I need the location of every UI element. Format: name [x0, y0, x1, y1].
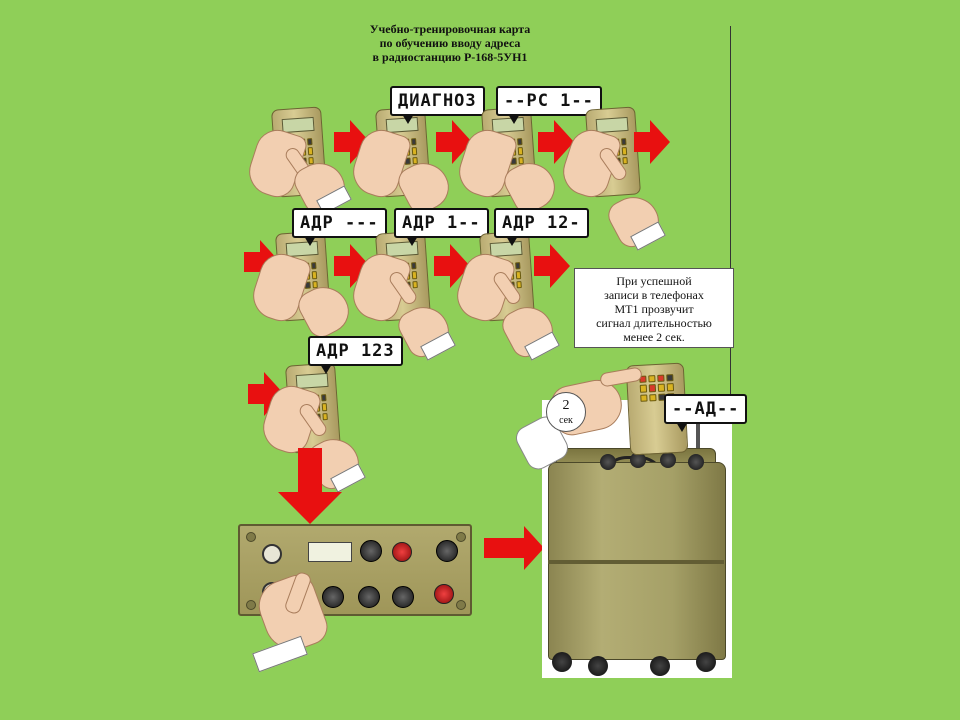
knob-icon — [600, 454, 616, 470]
knob-icon — [360, 540, 382, 562]
notice-line-5: менее 2 сек. — [623, 330, 685, 344]
display-bubble-step-5: АДР --- — [292, 208, 387, 246]
screw-icon — [456, 532, 466, 542]
red-arrow-right-icon — [484, 526, 544, 570]
vertical-divider — [730, 26, 731, 398]
notice-line-3: МТ1 прозвучит — [614, 302, 694, 316]
knob-icon — [358, 586, 380, 608]
display-bubble-step-6: АДР 1-- — [394, 208, 489, 246]
panel-display — [308, 542, 352, 562]
notice-line-4: сигнал длительностью — [596, 316, 712, 330]
card-title: Учебно-тренировочная карта по обучению в… — [300, 22, 600, 64]
screw-icon — [246, 532, 256, 542]
red-arrow-down-icon — [278, 448, 342, 526]
knob-icon — [630, 452, 646, 468]
power-button-icon — [392, 542, 412, 562]
red-arrow-right-icon — [634, 120, 670, 164]
wheel-icon — [650, 656, 670, 676]
handset-screen — [595, 116, 629, 134]
antenna-icon — [696, 420, 700, 460]
connector-red-icon — [434, 584, 454, 604]
success-notice: При успешной записи в телефонах МТ1 проз… — [574, 268, 734, 348]
knob-icon — [688, 454, 704, 470]
wheel-icon — [552, 652, 572, 672]
display-bubble-step-7: АДР 12- — [494, 208, 589, 246]
handset-screen — [295, 372, 329, 390]
duration-unit: сек — [559, 415, 573, 426]
knob-icon — [322, 586, 344, 608]
wheel-icon — [588, 656, 608, 676]
knob-icon — [436, 540, 458, 562]
station-display-bubble: --АД-- — [664, 394, 748, 432]
station-front-panel — [238, 524, 472, 616]
notice-line-1: При успешной — [616, 274, 692, 288]
display-bubble-step-3: --РС 1-- — [496, 86, 602, 124]
duration-value: 2 — [562, 398, 570, 413]
display-bubble-step-8: АДР 123 — [308, 336, 403, 374]
notice-line-2: записи в телефонах — [604, 288, 704, 302]
title-line-2: по обучению вводу адреса — [379, 36, 521, 50]
station-seam — [548, 560, 724, 564]
screw-icon — [246, 600, 256, 610]
duration-badge: 2 сек — [546, 392, 586, 432]
wheel-icon — [696, 652, 716, 672]
connector-icon — [262, 544, 282, 564]
title-line-1: Учебно-тренировочная карта — [369, 22, 531, 36]
display-bubble-step-2: ДИАГНОЗ — [390, 86, 485, 124]
knob-icon — [392, 586, 414, 608]
red-arrow-right-icon — [534, 244, 570, 288]
screw-icon — [456, 600, 466, 610]
title-line-3: в радиостанцию Р-168-5УН1 — [372, 50, 528, 64]
knob-icon — [660, 452, 676, 468]
handset-screen — [281, 116, 315, 134]
